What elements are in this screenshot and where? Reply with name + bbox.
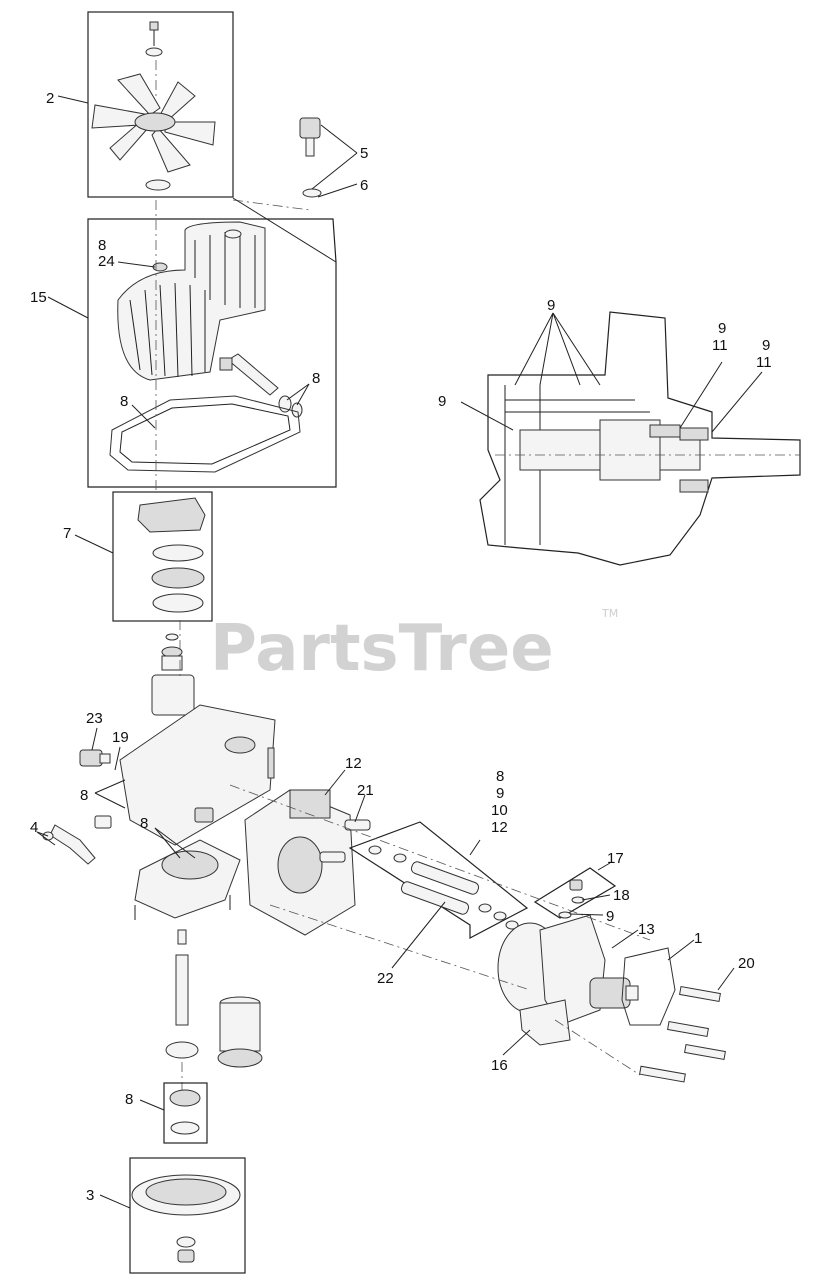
callout-21: 21 xyxy=(357,782,374,799)
callout-9: 9 xyxy=(606,908,614,925)
spline-coupling xyxy=(151,633,195,716)
cross-section-view xyxy=(479,311,801,566)
callout-7: 7 xyxy=(63,525,71,542)
filter xyxy=(217,996,263,1068)
leader-lines xyxy=(36,95,763,1209)
center-section xyxy=(42,704,276,920)
callout-15: 15 xyxy=(30,289,47,306)
bearing-box xyxy=(112,491,213,622)
callout-labels: 2 5 6 8 24 15 8 8 7 9 9 11 9 11 9 23 19 … xyxy=(30,90,772,1204)
callout-11: 11 xyxy=(756,354,772,371)
callout-16: 16 xyxy=(491,1057,508,1074)
callout-19: 19 xyxy=(112,729,129,746)
wheel-motor xyxy=(497,867,726,1083)
callout-8: 8 xyxy=(140,815,148,832)
callout-8: 8 xyxy=(120,393,128,410)
callout-11: 11 xyxy=(712,337,728,354)
callout-12: 12 xyxy=(345,755,362,772)
callout-9: 9 xyxy=(438,393,446,410)
kit-box-12 xyxy=(348,821,529,939)
housing-box xyxy=(87,197,337,488)
callout-22: 22 xyxy=(377,970,394,987)
callout-18: 18 xyxy=(613,887,630,904)
callout-6: 6 xyxy=(360,177,368,194)
callout-8: 8 xyxy=(125,1091,133,1108)
watermark-trademark: TM xyxy=(601,607,618,620)
callout-4: 4 xyxy=(30,819,38,836)
callout-5: 5 xyxy=(360,145,368,162)
shaft-bearing-box xyxy=(163,1082,208,1144)
callout-13: 13 xyxy=(638,921,655,938)
watermark: PartsTree xyxy=(210,612,554,686)
callout-8: 8 xyxy=(312,370,320,387)
pulley-box xyxy=(129,1157,246,1274)
callout-9: 9 xyxy=(496,785,504,802)
motor-housing xyxy=(244,789,371,936)
fan-assembly-box xyxy=(87,11,234,198)
callout-12: 12 xyxy=(491,819,508,836)
callout-3: 3 xyxy=(86,1187,94,1204)
callout-8: 8 xyxy=(98,237,106,254)
callout-8: 8 xyxy=(496,768,504,785)
callout-2: 2 xyxy=(46,90,54,107)
callout-17: 17 xyxy=(607,850,624,867)
callout-8: 8 xyxy=(80,787,88,804)
callout-9: 9 xyxy=(547,297,555,314)
callout-9: 9 xyxy=(718,320,726,337)
callout-23: 23 xyxy=(86,710,103,727)
callout-24: 24 xyxy=(98,253,115,270)
callout-10: 10 xyxy=(491,802,508,819)
fill-cap xyxy=(299,117,322,198)
callout-9: 9 xyxy=(762,337,770,354)
callout-20: 20 xyxy=(738,955,755,972)
callout-1: 1 xyxy=(694,930,702,947)
fan-icon xyxy=(91,73,216,191)
pump-shaft xyxy=(165,929,199,1100)
